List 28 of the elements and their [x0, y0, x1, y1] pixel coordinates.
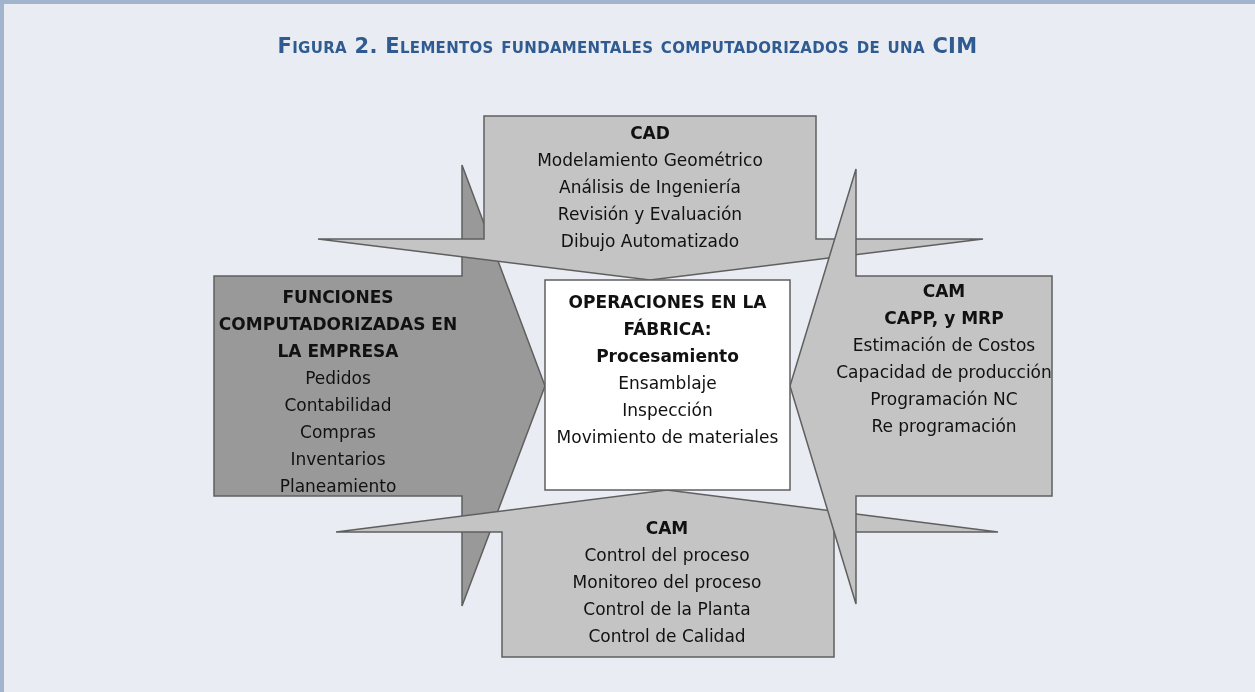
list-item: Programación NC	[870, 388, 1018, 411]
list-item: Inventarios	[290, 448, 386, 471]
list-item: Ensamblaje	[618, 372, 717, 395]
list-item: Movimiento de materiales	[556, 426, 779, 449]
list-item: Inspección	[622, 399, 713, 422]
list-item: Estimación de Costos	[852, 334, 1036, 357]
heading: FUNCIONES COMPUTADORIZADAS EN LA EMPRESA	[217, 286, 459, 363]
list-item: Control del proceso	[584, 544, 750, 567]
heading: CAPP, y MRP	[884, 307, 1004, 330]
list-item: Análisis de Ingeniería	[559, 176, 741, 199]
list-item: Dibujo Automatizado	[560, 230, 740, 253]
heading: OPERACIONES EN LA FÁBRICA:	[567, 291, 768, 341]
figure-title: Figura 2. Elementos fundamentales computadorizados de una CIM	[276, 34, 979, 58]
heading: CAM	[922, 280, 966, 303]
heading: CAD	[630, 122, 670, 145]
list-item: Control de Calidad	[588, 625, 746, 648]
list-item: Contabilidad	[284, 394, 392, 417]
heading: Procesamiento	[596, 345, 739, 368]
list-item: Planeamiento	[279, 475, 397, 498]
list-item: Control de la Planta	[583, 598, 751, 621]
list-item: Modelamiento Geométrico	[537, 149, 763, 172]
list-item: Compras	[300, 421, 376, 444]
heading: CAM	[645, 517, 689, 540]
list-item: Capacidad de producción	[836, 361, 1052, 384]
list-item: Revisión y Evaluación	[557, 203, 743, 226]
list-item: Pedidos	[305, 367, 371, 390]
list-item: Re programación	[871, 415, 1017, 438]
list-item: Monitoreo del proceso	[572, 571, 762, 594]
